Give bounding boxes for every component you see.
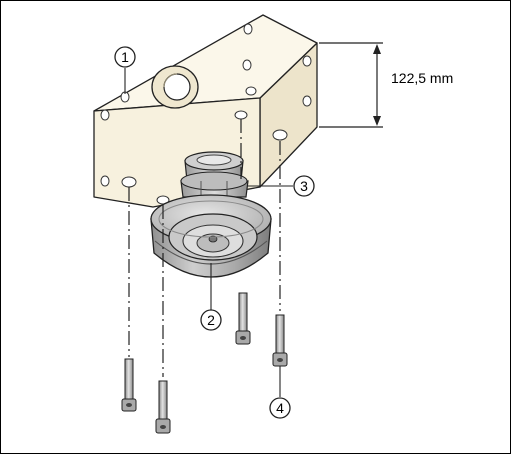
callout-3: 3 [294,176,314,196]
block-port [152,66,198,108]
callout-2-label: 2 [207,312,215,328]
hex-adapter [181,152,248,197]
callout-2: 2 [201,310,221,330]
callout-1-label: 1 [121,49,129,65]
cap-screw [236,293,250,344]
cap-screw [273,315,287,366]
height-dimension [319,43,383,127]
cap-screw [122,359,136,411]
callout-1: 1 [115,47,135,67]
callout-4: 4 [270,398,290,418]
height-dimension-value: 122,5 mm [391,70,453,86]
callout-4-label: 4 [276,400,284,416]
callout-3-label: 3 [300,178,308,194]
cap-screw [156,381,170,433]
